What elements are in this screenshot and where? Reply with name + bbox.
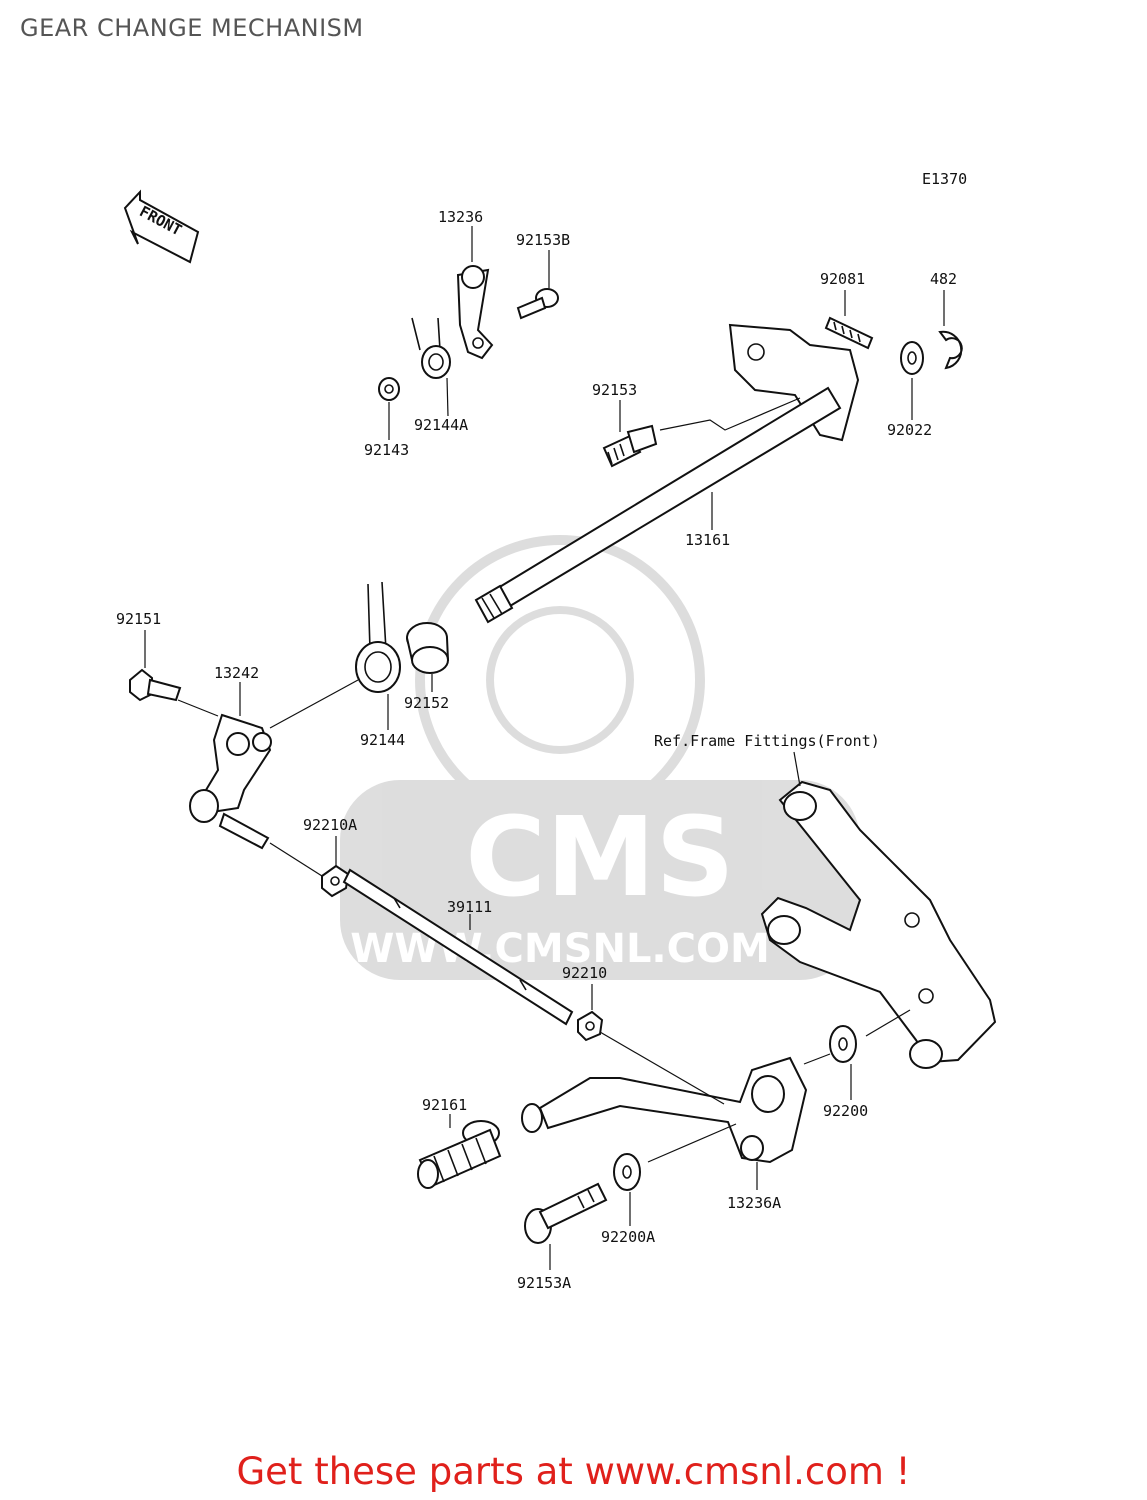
part-92210-shape xyxy=(577,1010,604,1042)
part-92022-shape xyxy=(900,341,924,375)
part-13242-shape xyxy=(189,713,272,850)
part-92151-shape xyxy=(129,668,182,702)
part-label-92144: 92144 xyxy=(360,731,405,749)
part-label-39111: 39111 xyxy=(447,898,492,916)
part-92200-shape xyxy=(829,1025,857,1063)
part-92153B-shape xyxy=(516,288,559,320)
part-92143-shape xyxy=(378,377,400,401)
part-92152-shape xyxy=(406,622,450,674)
part-label-92200: 92200 xyxy=(823,1102,868,1120)
part-92144-shape xyxy=(355,581,401,693)
part-label-92200A: 92200A xyxy=(601,1228,655,1246)
part-482-shape xyxy=(938,330,963,370)
part-label-13236: 13236 xyxy=(438,208,483,226)
part-92200A-shape xyxy=(613,1153,641,1191)
leader-lines xyxy=(144,226,945,1270)
part-39111-shape xyxy=(342,868,574,1026)
page-title: GEAR CHANGE MECHANISM xyxy=(20,14,364,42)
watermark-logo: CMS xyxy=(465,793,734,921)
part-92161-shape xyxy=(417,1120,502,1189)
part-label-13242: 13242 xyxy=(214,664,259,682)
part-label-92161: 92161 xyxy=(422,1096,467,1114)
footer-promo-text: Get these parts at www.cmsnl.com ! xyxy=(236,1450,911,1493)
part-label-92210: 92210 xyxy=(562,964,607,982)
diagram-code: E1370 xyxy=(922,170,967,188)
part-92081-shape xyxy=(824,316,874,350)
part-label-92153: 92153 xyxy=(592,381,637,399)
part-label-92153A: 92153A xyxy=(517,1274,571,1292)
part-label-13161: 13161 xyxy=(685,531,730,549)
part-label-92151: 92151 xyxy=(116,610,161,628)
part-label-92153B: 92153B xyxy=(516,231,570,249)
part-13236-shape xyxy=(456,265,494,360)
part-label-13236A: 13236A xyxy=(727,1194,781,1212)
part-92153-shape xyxy=(602,424,658,468)
front-arrow-icon: FRONT xyxy=(123,189,200,264)
part-13236A-shape xyxy=(521,1056,808,1164)
watermark-url: WWW.CMSNL.COM xyxy=(350,926,770,972)
part-label-92152: 92152 xyxy=(404,694,449,712)
part-label-482: 482 xyxy=(930,270,957,288)
part-92153A-shape xyxy=(524,1182,608,1244)
part-label-92081: 92081 xyxy=(820,270,865,288)
reference-note: Ref.Frame Fittings(Front) xyxy=(654,732,880,750)
part-13161-shape xyxy=(474,323,860,624)
part-label-92144A: 92144A xyxy=(414,416,468,434)
part-label-92022: 92022 xyxy=(887,421,932,439)
part-labels: 13236 92153B 92081 482 92143 92144A 9215… xyxy=(116,208,957,1292)
part-92144A-shape xyxy=(411,317,451,379)
frame-fitting-reference-shape xyxy=(760,780,997,1069)
part-label-92143: 92143 xyxy=(364,441,409,459)
part-label-92210A: 92210A xyxy=(303,816,357,834)
